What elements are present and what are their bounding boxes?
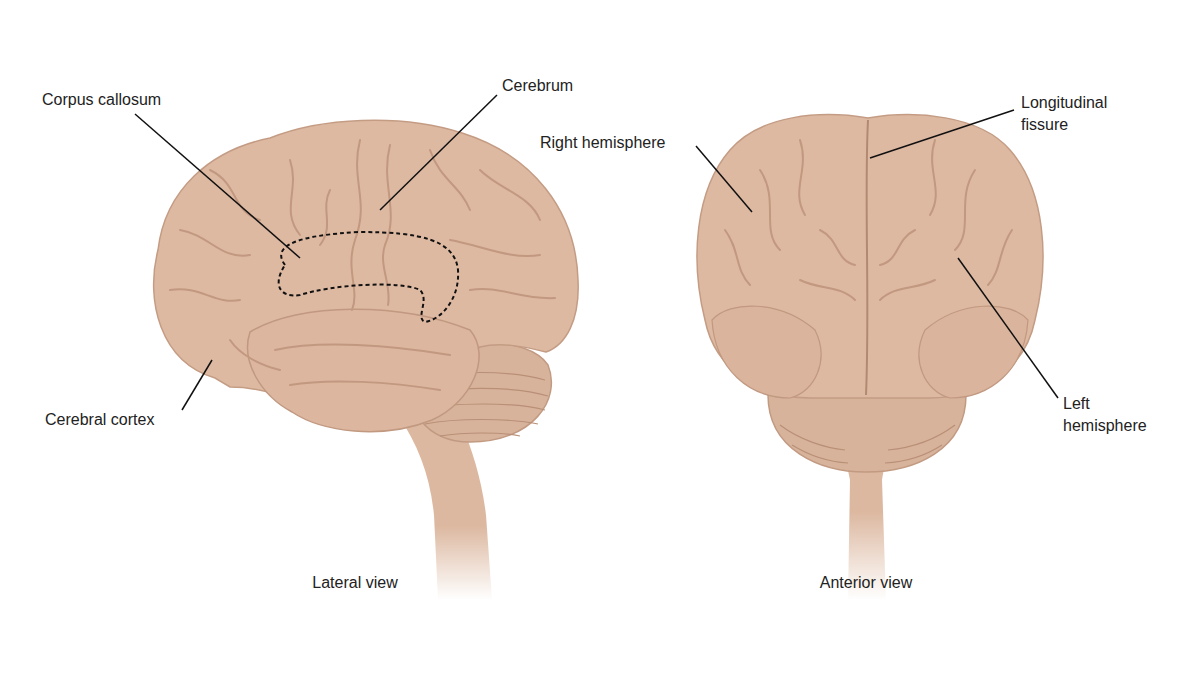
view-caption: Anterior view xyxy=(766,572,966,594)
view-caption: Lateral view xyxy=(255,572,455,594)
cerebrum-outline xyxy=(697,115,1043,398)
temporal-lobe xyxy=(919,306,1028,398)
brainstem xyxy=(398,415,492,600)
part-label: Cerebrum xyxy=(502,75,622,97)
gyri xyxy=(725,140,1012,300)
anterior-brain xyxy=(697,115,1043,600)
part-label: Corpus callosum xyxy=(42,89,222,111)
leader-lines xyxy=(135,95,1058,410)
longitudinal-fissure-line xyxy=(866,120,868,395)
corpus-callosum-outline xyxy=(279,232,458,322)
part-label: Longitudinal fissure xyxy=(1021,92,1126,136)
part-label: Right hemisphere xyxy=(540,132,710,154)
part-label: Left hemisphere xyxy=(1063,393,1163,437)
temporal-lobe xyxy=(248,309,480,431)
cerebellum xyxy=(768,395,966,472)
gyri xyxy=(170,140,555,390)
lateral-brain xyxy=(154,120,579,600)
temporal-lobe xyxy=(712,306,821,398)
cerebellum-folds xyxy=(780,425,955,463)
part-label: Cerebral cortex xyxy=(45,409,205,431)
